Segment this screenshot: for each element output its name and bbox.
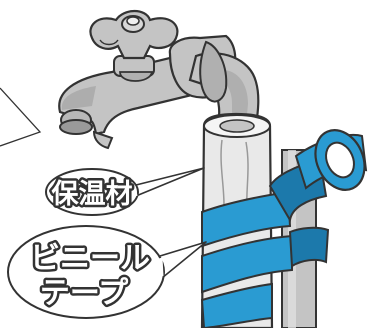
faucet-handle (89, 9, 179, 60)
partial-callout-bubble (0, 87, 42, 147)
tape-roll (294, 129, 368, 191)
vinyl-tape-callout: ビニール テープ (7, 225, 207, 319)
vinyl-tape-label-line1: ビニール (30, 241, 150, 276)
insulation-callout: 保温材 (45, 167, 205, 216)
vinyl-tape-label-line2: テープ (40, 276, 129, 311)
faucet-body (113, 34, 260, 128)
faucet-spout (58, 54, 198, 150)
insulation-label: 保温材 (51, 179, 133, 210)
